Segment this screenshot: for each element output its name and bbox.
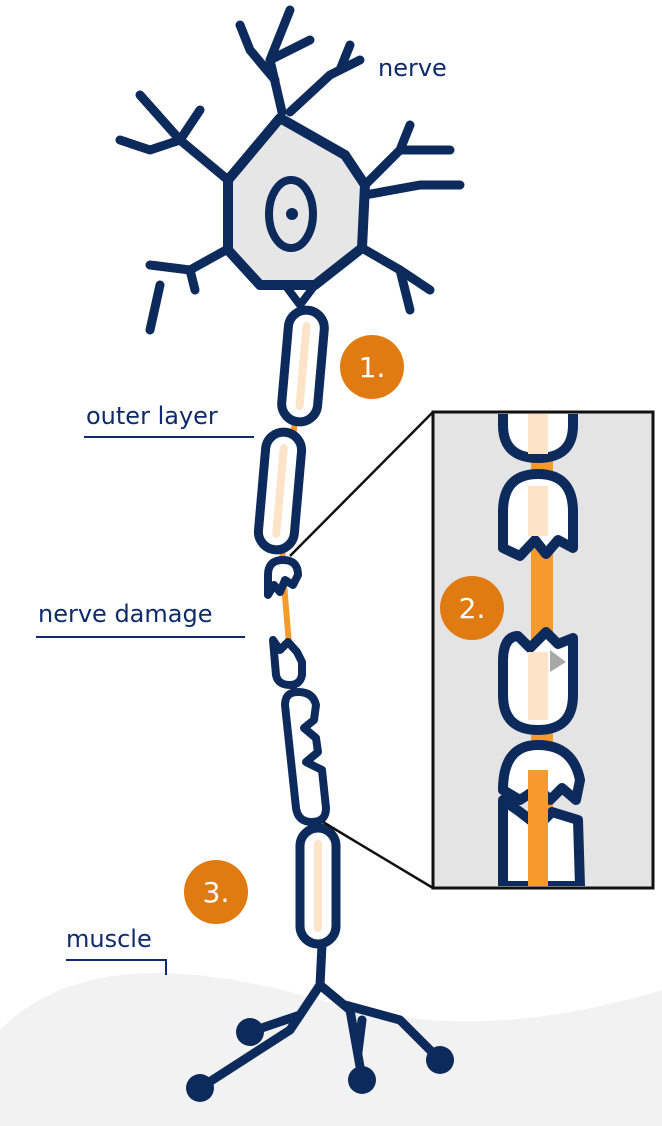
damaged-myelin: [264, 556, 330, 826]
nucleus: [265, 176, 317, 252]
step-1-label: 1.: [359, 351, 386, 384]
label-outer-layer: outer layer: [86, 402, 218, 430]
step-badge-3: 3.: [184, 860, 248, 924]
inset-zoom: [431, 410, 655, 890]
step-badge-1: 1.: [340, 335, 404, 399]
myelin-segment-core: [272, 444, 288, 538]
myelin-segment-core: [314, 840, 322, 932]
damaged-segment: [281, 688, 330, 826]
label-nerve-damage: nerve damage: [38, 600, 212, 628]
step-badge-2: 2.: [440, 576, 504, 640]
axon-hillock: [281, 282, 319, 309]
cell-body: [223, 113, 370, 290]
damaged-segment: [269, 636, 306, 689]
label-underline: [66, 959, 167, 975]
terminal-buttons: [186, 1018, 454, 1102]
step-3-label: 3.: [203, 876, 230, 909]
dendrites: [115, 5, 465, 335]
muscle-area: [0, 972, 662, 1126]
nucleolus: [286, 208, 298, 220]
step-2-label: 2.: [459, 592, 486, 625]
label-muscle: muscle: [66, 925, 152, 953]
myelin-sheaths: [253, 305, 341, 949]
myelin-segment-core: [295, 322, 311, 410]
label-nerve: nerve: [378, 54, 447, 82]
damaged-segment: [264, 556, 302, 599]
zoom-lines: [289, 411, 434, 890]
